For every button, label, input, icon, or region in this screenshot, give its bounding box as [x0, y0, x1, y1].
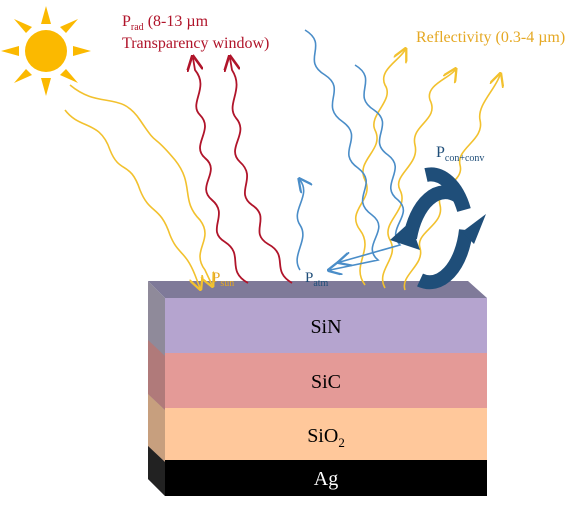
radiation-ray-1 — [193, 58, 249, 284]
reflected-ray-2 — [381, 70, 455, 289]
layer-sic-label: SiC — [311, 371, 341, 393]
sun-icon — [1, 6, 91, 96]
transparency-label: Transparency window) — [122, 35, 269, 52]
atmosphere-ray-3 — [296, 180, 304, 271]
radiation-ray-2 — [230, 58, 293, 284]
p-conv-label: Pcon+conv — [436, 144, 484, 164]
layer-stack: SiN SiC SiO2 Ag — [148, 281, 487, 496]
layer-ag-label: Ag — [314, 468, 338, 490]
layer-ag — [165, 460, 487, 496]
convection-arrow-icon — [390, 167, 486, 290]
radiation-rays — [193, 58, 293, 284]
p-rad-label: Prad (8-13 µm — [122, 13, 209, 33]
layer-sin-label: SiN — [310, 316, 341, 338]
layer-sin — [165, 298, 487, 353]
solar-ray-1 — [69, 84, 212, 285]
reflected-ray-1 — [354, 50, 405, 286]
atmosphere-ray-1 — [304, 29, 380, 270]
p-atm-label: Patm — [305, 270, 329, 289]
reflectivity-label: Reflectivity (0.3-4 µm) — [416, 29, 565, 46]
layer-sio2-label: SiO2 — [307, 425, 345, 450]
solar-rays — [64, 84, 212, 288]
layer-sio2 — [165, 408, 487, 460]
stack-top-surface — [148, 281, 487, 298]
solar-ray-2 — [64, 109, 200, 288]
layer-sic — [165, 353, 487, 408]
atmosphere-ray-2 — [340, 64, 405, 262]
atmosphere-rays — [296, 29, 405, 271]
p-sun-label: Psun — [212, 270, 234, 289]
